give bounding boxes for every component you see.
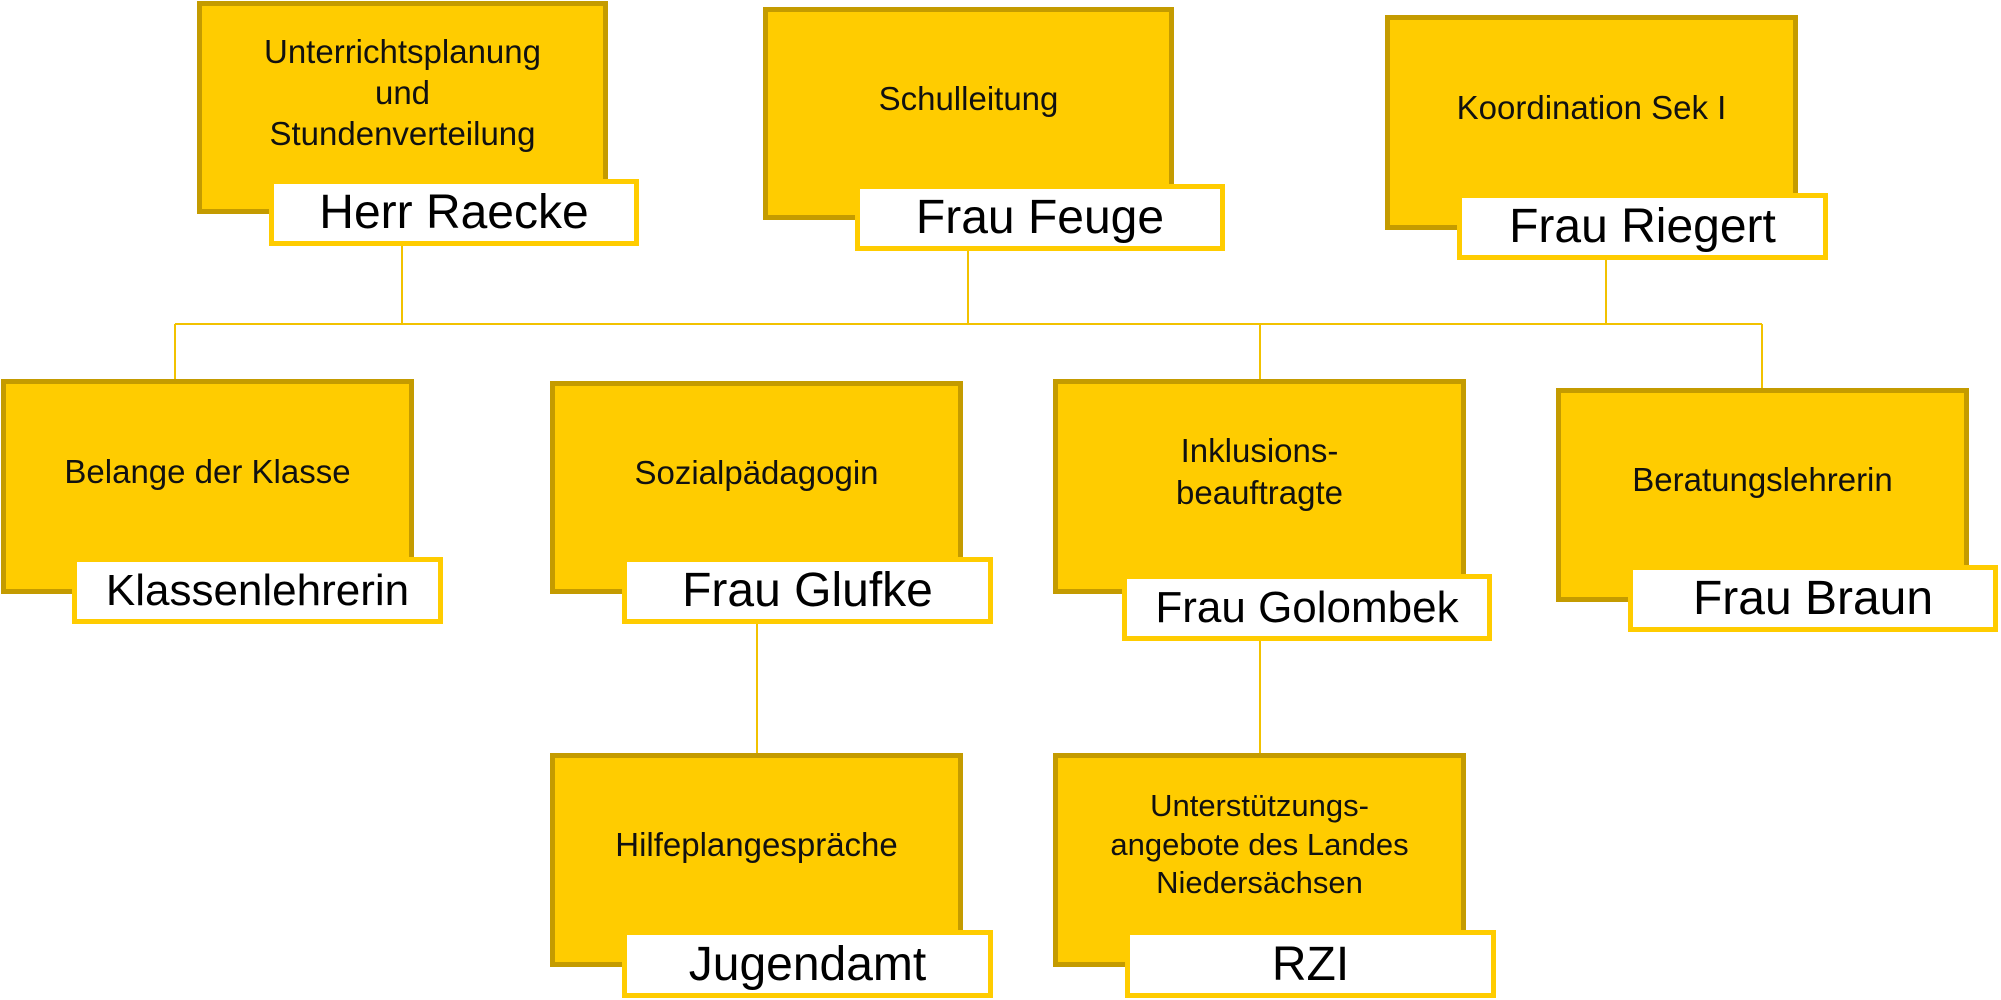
- person-label: Herr Raecke: [269, 179, 639, 246]
- person-label: RZI: [1125, 930, 1496, 998]
- person-label: Frau Feuge: [855, 184, 1225, 251]
- person-label: Jugendamt: [622, 930, 993, 998]
- person-label: Klassenlehrerin: [72, 557, 443, 624]
- person-label: Frau Golombek: [1122, 574, 1492, 641]
- role-box: Inklusions- beauftragte: [1053, 379, 1466, 594]
- person-label: Frau Riegert: [1457, 193, 1828, 260]
- person-label: Frau Braun: [1628, 565, 1998, 632]
- person-label: Frau Glufke: [622, 557, 993, 624]
